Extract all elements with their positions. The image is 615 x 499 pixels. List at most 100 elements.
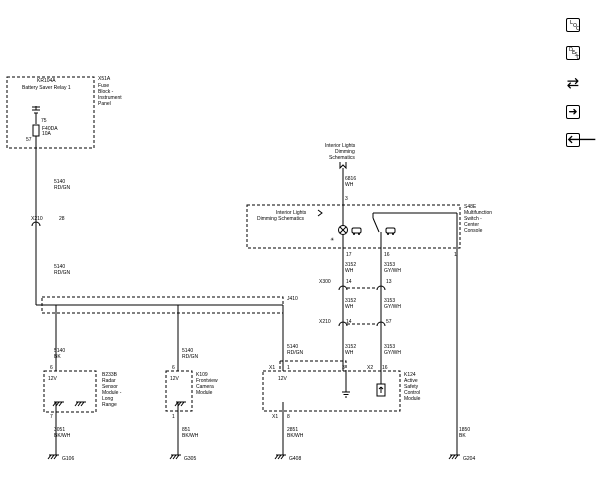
- desc-letter-d: D: [569, 47, 573, 53]
- s48e-switch-contact: [372, 217, 380, 233]
- k124-desc-2: Safety: [404, 384, 419, 390]
- previous-page-button[interactable]: 🡐: [566, 133, 597, 147]
- loc-letter-o: O: [573, 23, 577, 29]
- s48e-desc-1: Multifunction: [464, 210, 492, 216]
- s48e-inner-label-2: Dimming Schematics: [257, 216, 304, 222]
- b233b-desc-1: Radar: [102, 378, 116, 384]
- w3152a-color: WH: [345, 268, 354, 274]
- wiring-schematic: X51A Fuse Block - Instrument Panel KR104…: [6, 76, 492, 462]
- s48e-ref: S48E: [464, 204, 477, 210]
- k124-voltage: 12V: [278, 376, 288, 382]
- k109-pin-out: 1: [172, 414, 175, 420]
- arrow-right-icon: ➜: [568, 105, 578, 118]
- x210-left-pin: 28: [59, 216, 65, 222]
- w6816-circuit: 6816: [345, 176, 356, 182]
- x300-connector-arc-b: [376, 285, 386, 291]
- k124-ref: K124: [404, 372, 416, 378]
- k124-desc-1: Active: [404, 378, 418, 384]
- b233b-module-outline: [43, 370, 97, 413]
- k109-circuit: 5140: [182, 348, 193, 354]
- ground-g106-icon: [47, 454, 60, 460]
- w3153a-circuit: 3153: [384, 262, 395, 268]
- ground-g204-icon: [448, 454, 461, 460]
- s48e-inner-label-1: Interior Lights: [276, 210, 307, 216]
- w3152a-circuit: 3152: [345, 262, 356, 268]
- x300-connector-arc-a: [338, 285, 348, 291]
- k124-connector-x1-dashed: [279, 360, 347, 371]
- dimming-label-3: Schematics: [329, 155, 355, 161]
- w5140a-color: RD/GN: [54, 185, 71, 191]
- kr104a-pin-57: 57: [26, 137, 32, 143]
- fuse-ref: F40DA: [42, 126, 58, 132]
- b233b-ref: B233B: [102, 372, 118, 378]
- k109-voltage: 12V: [170, 376, 180, 382]
- w3153a-color: GY/WH: [384, 268, 401, 274]
- ground-g204-label: G204: [463, 456, 475, 462]
- next-page-button[interactable]: ➜: [566, 105, 580, 119]
- w1850-color: BK: [459, 433, 466, 439]
- k124-input-symbol: [376, 371, 386, 397]
- j410-ref: J410: [287, 296, 298, 302]
- loc-letter-l: L: [570, 20, 573, 26]
- k109-gnd-circuit: 851: [182, 427, 191, 433]
- b233b-desc-4: Long: [102, 396, 113, 402]
- location-view-button[interactable]: L O C: [566, 18, 580, 32]
- ground-g305-icon: [169, 454, 182, 460]
- k124-pin-16: 16: [382, 365, 388, 371]
- k124-gnd-color: BK/WH: [287, 433, 304, 439]
- k124-pin-8: 8: [287, 414, 290, 420]
- x210-left-connector-arc: [31, 221, 41, 227]
- k109-desc-1: Frontview: [196, 378, 218, 384]
- s48e-pin-1: 1: [454, 252, 457, 258]
- x300-pin-a: 14: [346, 279, 352, 285]
- b233b-color: BK: [54, 354, 61, 360]
- x51a-desc-2: Block -: [98, 89, 114, 95]
- b233b-circuit: 5140: [54, 348, 65, 354]
- dimming-label-2: Dimming: [335, 149, 355, 155]
- description-view-button[interactable]: D E S C: [566, 46, 580, 60]
- s48e-lamp-car-icon: [351, 227, 362, 235]
- b233b-gnd-circuit: 3051: [54, 427, 65, 433]
- x300-ref: X300: [319, 279, 331, 285]
- b233b-voltage: 12V: [48, 376, 58, 382]
- w6816-color: WH: [345, 182, 354, 188]
- k124-desc-3: Control: [404, 390, 420, 396]
- x210-right-connector-arc-b: [376, 321, 386, 327]
- k109-color: RD/GN: [182, 354, 199, 360]
- b233b-desc-5: Range: [102, 402, 117, 408]
- w5140b-color: RD/GN: [54, 270, 71, 276]
- w3153c-circuit: 3153: [384, 344, 395, 350]
- k124-conn-x2: X2: [367, 365, 373, 371]
- s48e-switch-car-icon: [385, 227, 396, 235]
- k124-gnd-circuit: 2851: [287, 427, 298, 433]
- kr104a-pin-75: 75: [41, 118, 47, 124]
- fuse-f40da-symbol: [32, 124, 40, 137]
- x210-left-ref: X210: [31, 216, 43, 222]
- b233b-pin-in: 6: [50, 365, 53, 371]
- desc-letter-c: C: [576, 54, 581, 61]
- s48e-pin-3: 3: [345, 196, 348, 202]
- k124-desc-4: Module: [404, 396, 421, 402]
- svg-text:☀: ☀: [330, 237, 335, 243]
- x300-pin-b: 13: [386, 279, 392, 285]
- w3152b-circuit: 3152: [345, 298, 356, 304]
- x51a-desc-3: Instrument: [98, 95, 122, 101]
- k109-gnd-color: BK/WH: [182, 433, 199, 439]
- k109-desc-2: Camera: [196, 384, 214, 390]
- circuit-swap-icon[interactable]: ⇄: [566, 74, 580, 92]
- s48e-desc-2: Switch -: [464, 216, 482, 222]
- k109-module-outline: [165, 370, 193, 412]
- x51a-desc-4: Panel: [98, 101, 111, 107]
- w3153b-color: GY/WH: [384, 304, 401, 310]
- desc-letter-s: S: [574, 52, 578, 58]
- w1850-circuit: 1850: [459, 427, 470, 433]
- x51a-fuse-block-outline: [6, 76, 95, 149]
- k124-conn-x1-top: X1: [269, 365, 275, 371]
- k124-conn-x1-bottom: X1: [272, 414, 278, 420]
- x210-right-pin-b: 57: [386, 319, 392, 325]
- dimming-connector-arrow: [339, 162, 347, 170]
- dimming-label-1: Interior Lights: [325, 143, 356, 149]
- s48e-switch-outline: [246, 204, 461, 249]
- b233b-desc-3: Module -: [102, 390, 122, 396]
- w3152c-color: WH: [345, 350, 354, 356]
